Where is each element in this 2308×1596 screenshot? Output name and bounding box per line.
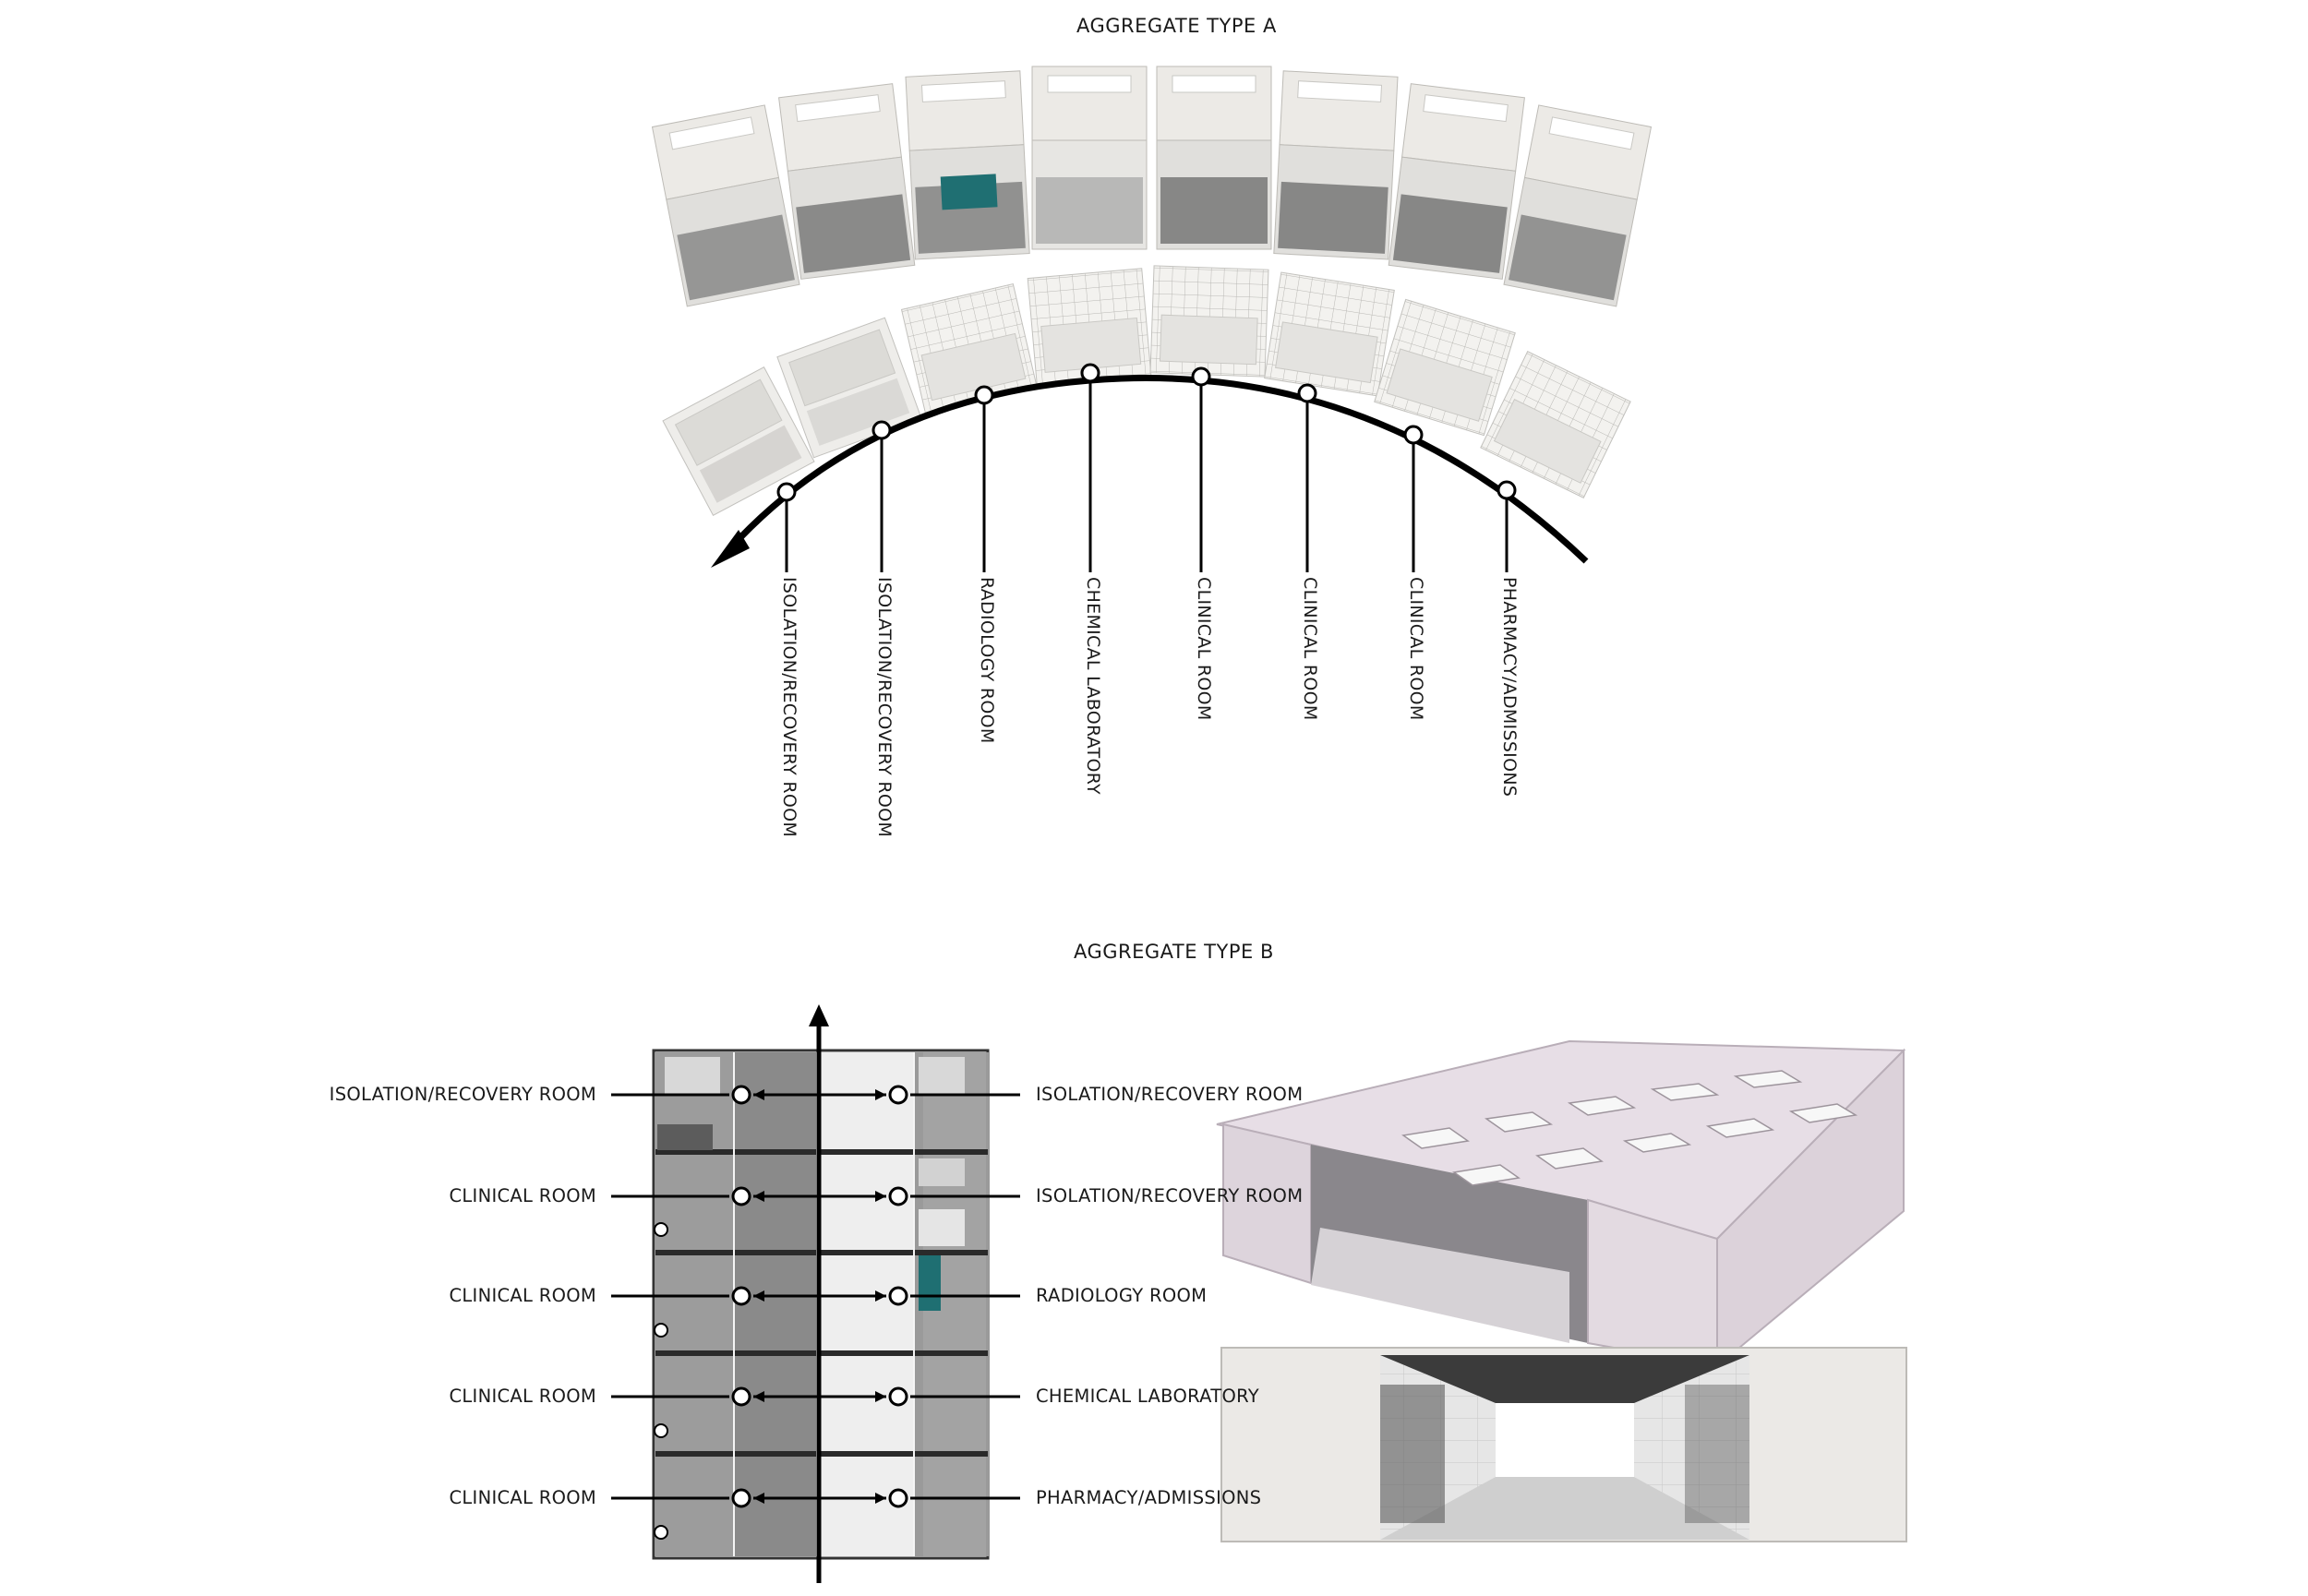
aggregate-b-left-label: ISOLATION/RECOVERY ROOM <box>329 1084 596 1105</box>
aggregate-a-label: PHARMACY/ADMISSIONS <box>1499 577 1520 798</box>
axis-arrowhead <box>809 1004 829 1026</box>
aggregate-b-plan <box>652 1049 990 1560</box>
aggregate-b-connectors <box>611 1093 1020 1500</box>
aggregate-b-title: AGGREGATE TYPE B <box>1074 941 1274 963</box>
aggregate-b-right-label: CHEMICAL LABORATORY <box>1036 1386 1259 1407</box>
aggregate-a-upper-modules <box>651 66 1653 307</box>
aggregate-b-left-label: CLINICAL ROOM <box>449 1487 596 1508</box>
aggregate-a-lower-modules <box>662 265 1631 516</box>
aggregate-a-leaders <box>785 373 1509 572</box>
aggregate-a-label: CLINICAL ROOM <box>1194 577 1214 721</box>
circulation-arc <box>727 375 1589 564</box>
aggregate-b-arrowheads <box>753 1089 886 1504</box>
aggregate-b-right-label: ISOLATION/RECOVERY ROOM <box>1036 1084 1304 1105</box>
aggregate-a-label: ISOLATION/RECOVERY ROOM <box>779 577 799 838</box>
aggregate-b-left-label: CLINICAL ROOM <box>449 1386 596 1407</box>
aggregate-a-label: CLINICAL ROOM <box>1300 577 1320 721</box>
arc-arrowhead <box>711 530 750 568</box>
aggregate-a-label: CLINICAL ROOM <box>1406 577 1426 721</box>
aggregate-b-left-label: CLINICAL ROOM <box>449 1185 596 1206</box>
aggregate-b-right-label: ISOLATION/RECOVERY ROOM <box>1036 1185 1304 1206</box>
aggregate-a-label: RADIOLOGY ROOM <box>977 577 997 744</box>
aggregate-b-left-label: CLINICAL ROOM <box>449 1285 596 1306</box>
aggregate-b-section <box>1220 1347 1907 1542</box>
aggregate-b-right-label: RADIOLOGY ROOM <box>1036 1285 1208 1306</box>
aggregate-a-title: AGGREGATE TYPE A <box>1076 15 1277 37</box>
aggregate-a-nodes <box>776 363 1517 502</box>
aggregate-b-right-label: PHARMACY/ADMISSIONS <box>1036 1487 1262 1508</box>
aggregate-a-label: ISOLATION/RECOVERY ROOM <box>874 577 895 838</box>
aggregate-a-label: CHEMICAL LABORATORY <box>1083 577 1103 795</box>
aggregate-b-nodes <box>731 1085 908 1508</box>
